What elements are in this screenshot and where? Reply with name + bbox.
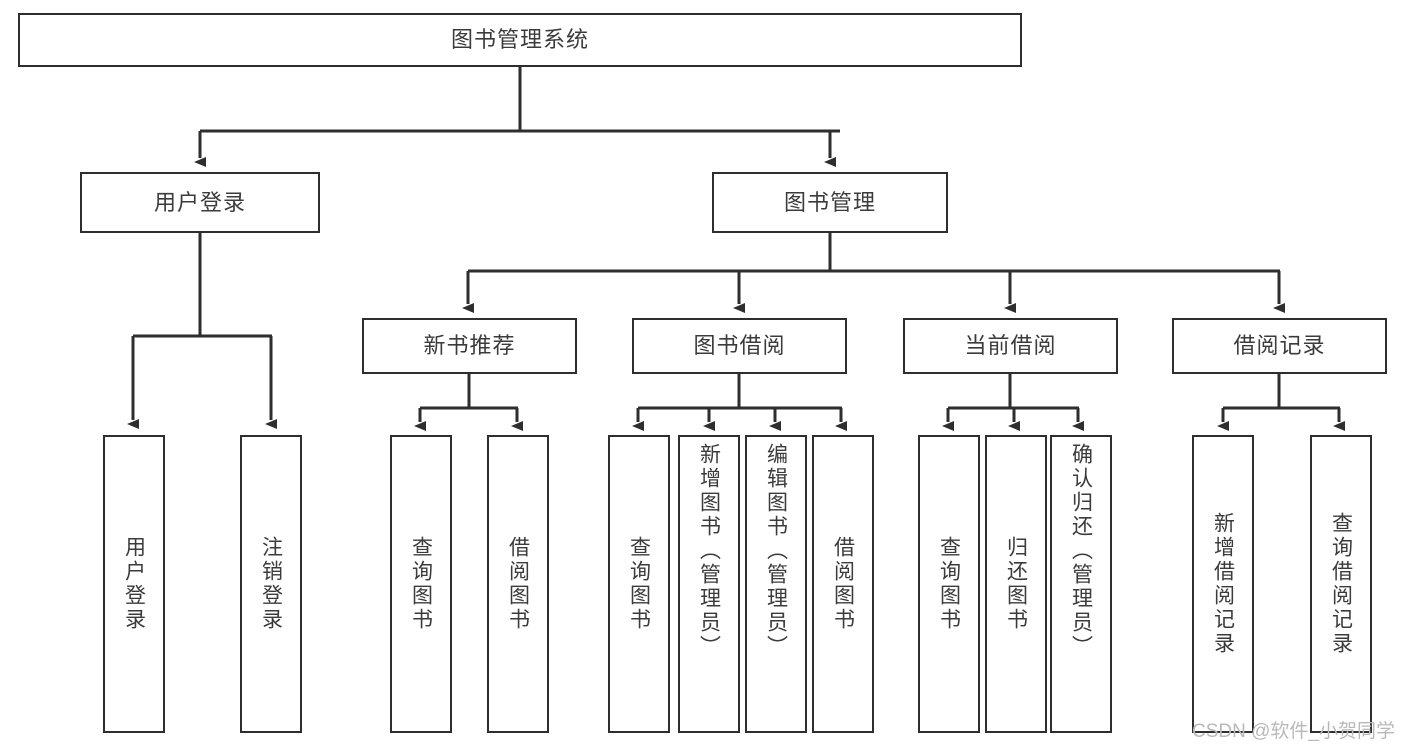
node-book-management[interactable]: 图书管理 <box>712 172 948 233</box>
node-label: 新增借阅记录 <box>1211 512 1235 656</box>
node-current-borrow[interactable]: 当前借阅 <box>903 318 1118 374</box>
node-label: 借阅图书 <box>506 536 530 632</box>
leaf-add-book-admin[interactable]: 新增图书（管理员） <box>678 435 740 733</box>
node-label: 查询借阅记录 <box>1329 512 1353 656</box>
node-label: 查询图书 <box>937 536 961 632</box>
node-label: 新书推荐 <box>423 333 516 359</box>
leaf-borrow-book-recommend[interactable]: 借阅图书 <box>487 435 549 733</box>
node-book-borrow[interactable]: 图书借阅 <box>632 318 847 374</box>
leaf-query-borrow-record[interactable]: 查询借阅记录 <box>1310 435 1372 733</box>
watermark-text: CSDN @软件_小贺同学 <box>1192 721 1395 742</box>
node-label: 图书管理系统 <box>450 27 589 53</box>
node-label: 借阅记录 <box>1233 333 1326 359</box>
node-label: 新增图书（管理员） <box>697 443 721 659</box>
leaf-query-book-recommend[interactable]: 查询图书 <box>390 435 452 733</box>
node-root-system[interactable]: 图书管理系统 <box>18 13 1022 67</box>
node-user-login[interactable]: 用户登录 <box>80 172 320 233</box>
leaf-edit-book-admin[interactable]: 编辑图书（管理员） <box>745 435 807 733</box>
node-label: 确认归还（管理员） <box>1069 443 1093 659</box>
node-label: 当前借阅 <box>964 333 1057 359</box>
node-label: 图书管理 <box>783 189 876 215</box>
leaf-logout-login[interactable]: 注销登录 <box>240 435 302 733</box>
node-label: 注销登录 <box>259 536 283 632</box>
node-new-book-recommend[interactable]: 新书推荐 <box>362 318 577 374</box>
leaf-add-borrow-record[interactable]: 新增借阅记录 <box>1192 435 1254 733</box>
node-borrow-record[interactable]: 借阅记录 <box>1172 318 1387 374</box>
node-label: 借阅图书 <box>831 536 855 632</box>
leaf-query-book-current[interactable]: 查询图书 <box>918 435 980 733</box>
node-label: 编辑图书（管理员） <box>764 443 788 659</box>
node-label: 归还图书 <box>1004 536 1028 632</box>
leaf-borrow-book[interactable]: 借阅图书 <box>812 435 874 733</box>
node-label: 图书借阅 <box>693 333 786 359</box>
node-label: 查询图书 <box>627 536 651 632</box>
leaf-query-book-borrow[interactable]: 查询图书 <box>608 435 670 733</box>
leaf-return-book[interactable]: 归还图书 <box>985 435 1047 733</box>
leaf-user-login[interactable]: 用户登录 <box>103 435 165 733</box>
node-label: 用户登录 <box>153 189 246 215</box>
leaf-confirm-return-admin[interactable]: 确认归还（管理员） <box>1050 435 1112 733</box>
node-label: 用户登录 <box>122 536 146 632</box>
node-label: 查询图书 <box>409 536 433 632</box>
